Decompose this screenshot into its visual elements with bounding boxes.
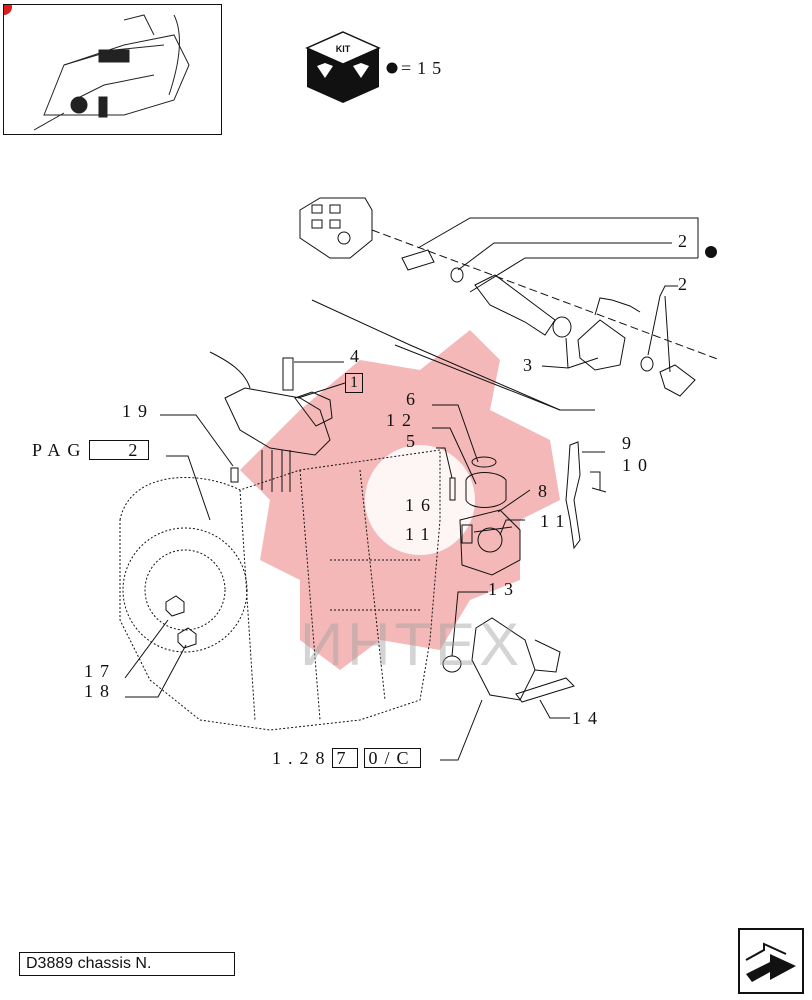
callout-4[interactable]: 4 <box>350 346 366 366</box>
section-reference-suffix: 0/C <box>363 748 421 768</box>
callout-17[interactable]: 17 <box>84 661 116 681</box>
kit-cube-drawing: KIT <box>305 31 381 103</box>
callout-10[interactable]: 10 <box>622 455 654 475</box>
callout-2-top[interactable]: 2 <box>678 231 694 251</box>
callout-8[interactable]: 8 <box>538 481 554 501</box>
callout-9[interactable]: 9 <box>622 433 638 453</box>
corner-marker-icon <box>4 5 12 15</box>
next-page-arrow-icon <box>745 942 796 982</box>
callout-19[interactable]: 19 <box>122 401 154 421</box>
thumbnail-drawing <box>4 5 190 131</box>
kit-quantity: =15 <box>401 58 448 78</box>
leader-dot-icon <box>705 246 717 258</box>
callout-12[interactable]: 12 <box>386 410 418 430</box>
callout-2-lower[interactable]: 2 <box>678 274 694 294</box>
callout-13[interactable]: 13 <box>488 579 520 599</box>
watermark-text: ИНТЕХ <box>300 611 524 678</box>
section-reference-number: 7 <box>331 748 358 768</box>
callout-11-left[interactable]: 11 <box>405 524 437 544</box>
callout-16[interactable]: 16 <box>405 495 437 515</box>
kit-label: KIT <box>336 44 351 54</box>
page-reference-label: PAG <box>32 440 88 460</box>
callout-14[interactable]: 14 <box>572 708 604 728</box>
section-reference-prefix: 1.28 <box>272 748 332 768</box>
next-page-button[interactable] <box>738 928 804 994</box>
callout-3[interactable]: 3 <box>523 355 539 375</box>
callout-18[interactable]: 18 <box>84 681 116 701</box>
reference-box-1-label: 1 <box>345 373 363 393</box>
page-reference-value: 2 <box>89 440 150 460</box>
callout-5[interactable]: 5 <box>406 431 422 451</box>
reference-box-1[interactable]: 1 <box>345 373 363 393</box>
callout-11-right[interactable]: 11 <box>540 511 572 531</box>
chassis-label: D3889 chassis N. <box>19 952 235 976</box>
overview-thumbnail <box>3 4 222 135</box>
black-dot-icon <box>386 62 398 74</box>
callout-6[interactable]: 6 <box>406 389 422 409</box>
